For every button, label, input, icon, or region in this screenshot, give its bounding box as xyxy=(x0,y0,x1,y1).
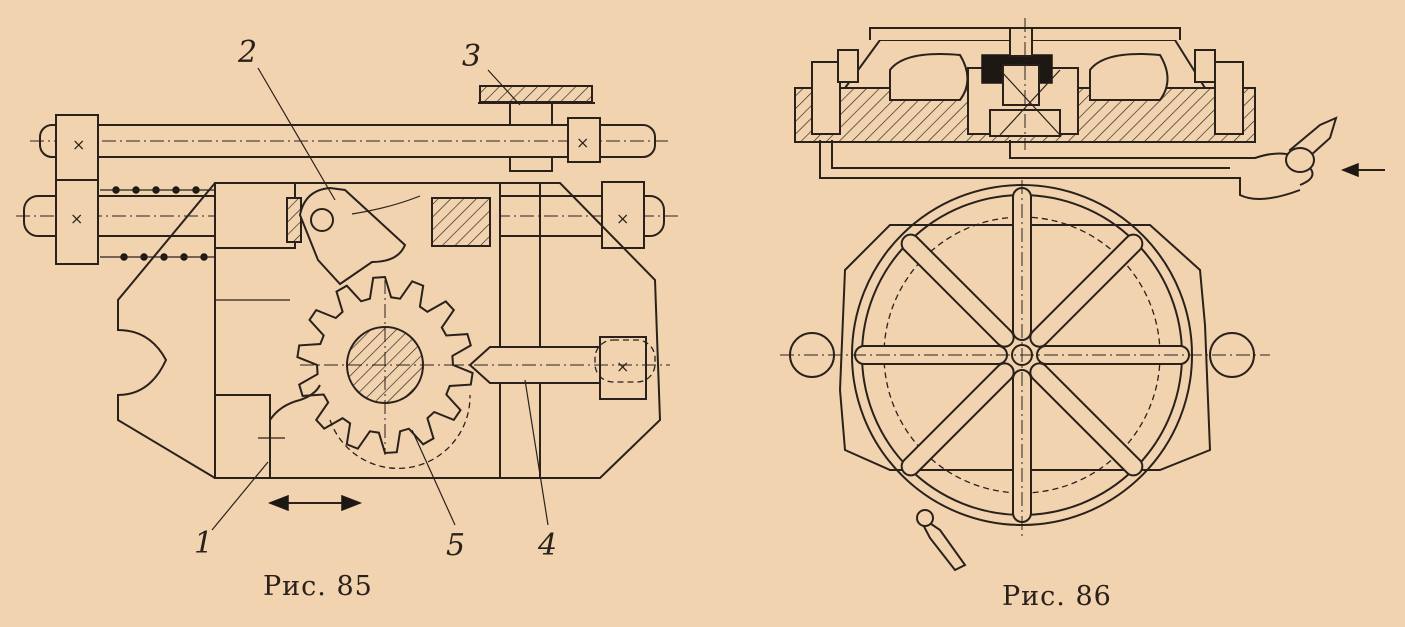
svg-text:×: × xyxy=(616,357,629,376)
callout-1: 1 xyxy=(194,526,213,561)
callout-5: 5 xyxy=(446,528,465,563)
radial-slot xyxy=(900,233,1015,348)
callout-4: 4 xyxy=(537,528,557,563)
svg-text:×: × xyxy=(576,133,589,152)
gear-wheel xyxy=(296,275,490,469)
figure-86-rotary-table xyxy=(780,18,1385,572)
svg-text:×: × xyxy=(616,209,629,228)
figure-86-caption: Рис. 86 xyxy=(1002,581,1112,612)
radial-slot xyxy=(1036,345,1190,365)
figure-85-caption: Рис. 85 xyxy=(263,571,373,602)
motion-arrow xyxy=(267,494,363,512)
plan-view xyxy=(780,180,1270,572)
callout-2: 2 xyxy=(237,35,257,70)
spring-coils xyxy=(100,186,215,261)
figure-85-mechanism: × × × × xyxy=(16,35,680,563)
radial-slot xyxy=(900,362,1015,477)
spring-plate xyxy=(269,384,321,460)
radial-slot xyxy=(1029,233,1144,348)
svg-text:×: × xyxy=(70,209,83,228)
callout-3: 3 xyxy=(462,39,481,74)
leader-lines xyxy=(211,67,549,531)
section-view xyxy=(794,18,1385,200)
radial-slot xyxy=(1029,362,1144,477)
pawl-lever xyxy=(298,186,421,286)
svg-text:×: × xyxy=(72,135,85,154)
plunger: × xyxy=(450,336,670,400)
